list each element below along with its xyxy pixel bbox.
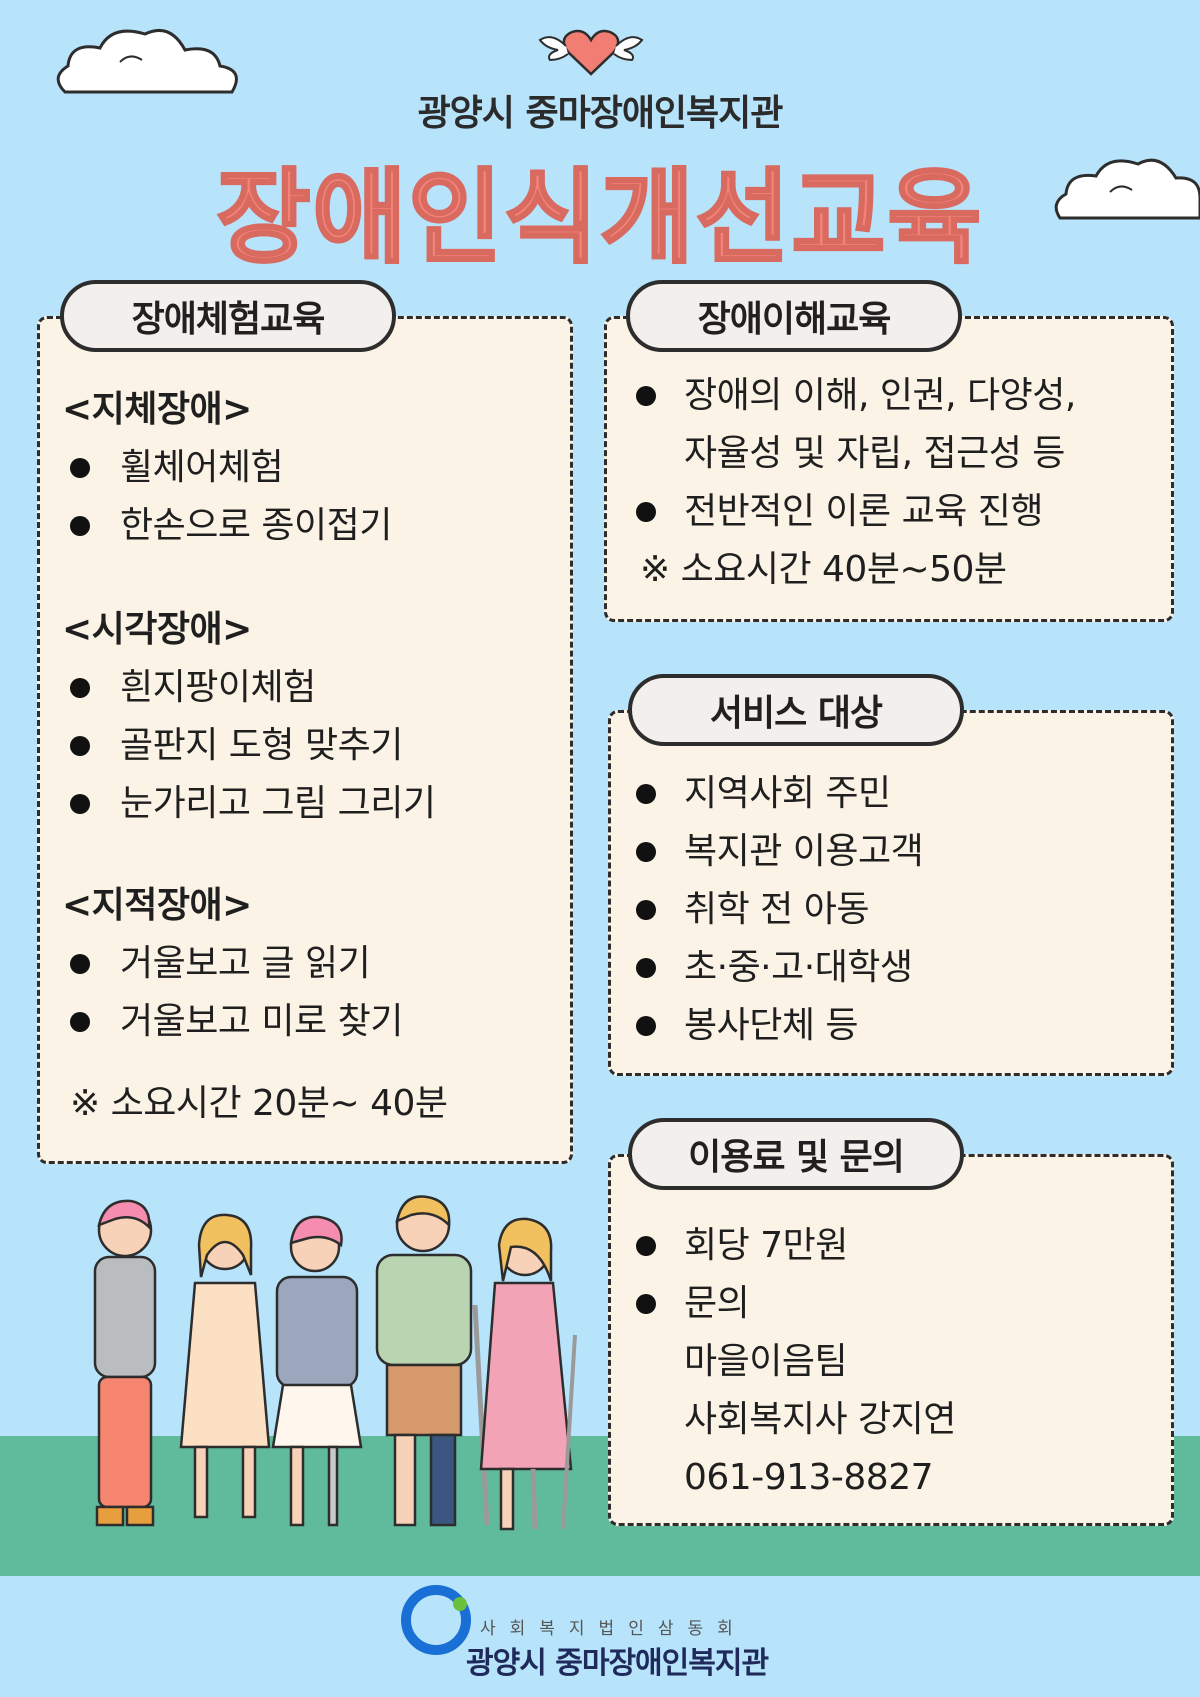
- list-item-continuation: 자율성 및 자립, 접근성 등: [684, 433, 1065, 474]
- physical-disability-heading: <지체장애>: [62, 389, 252, 430]
- bullet-icon: [636, 900, 656, 920]
- tab-understanding-education: 장애이해교육: [626, 280, 962, 352]
- visual-disability-heading: <시각장애>: [62, 609, 252, 650]
- bullet-icon: [70, 458, 90, 478]
- bullet-icon: [70, 794, 90, 814]
- cloud-right-illustration: [1054, 158, 1200, 220]
- bullet-icon: [636, 502, 656, 522]
- bullet-icon: [636, 784, 656, 804]
- people-illustration: [93, 1195, 577, 1531]
- list-item: 골판지 도형 맞추기: [120, 725, 403, 766]
- footer-foundation-name: 사회복지법인삼동회: [480, 1619, 747, 1639]
- experience-duration: ※ 소요시간 20분~ 40분: [70, 1083, 448, 1124]
- page-title: 장애인식개선교육: [215, 158, 984, 280]
- list-item: 초·중·고·대학생: [684, 947, 913, 988]
- winged-heart-icon: [538, 29, 644, 76]
- bullet-icon: [70, 954, 90, 974]
- experience-education-box: [37, 316, 573, 1164]
- bullet-icon: [636, 958, 656, 978]
- list-item: 취학 전 아동: [684, 889, 870, 930]
- cloud-left-illustration: [56, 29, 238, 94]
- understanding-duration: ※ 소요시간 40분~50분: [640, 549, 1007, 590]
- bullet-icon: [636, 386, 656, 406]
- contact-label: 문의: [684, 1283, 750, 1324]
- contact-staff: 사회복지사 강지연: [684, 1399, 956, 1440]
- fee-inquiry-box: [608, 1154, 1174, 1526]
- list-item: 복지관 이용고객: [684, 831, 924, 872]
- list-item: 봉사단체 등: [684, 1005, 859, 1046]
- tab-experience-education: 장애체험교육: [60, 280, 396, 352]
- list-item: 지역사회 주민: [684, 773, 891, 814]
- organization-name: 광양시 중마장애인복지관: [417, 93, 784, 134]
- footer-organization-name: 광양시 중마장애인복지관: [466, 1646, 769, 1681]
- footer-background: [0, 1576, 1200, 1697]
- contact-phone: 061-913-8827: [684, 1457, 934, 1498]
- list-item: 장애의 이해, 인권, 다양성,: [684, 375, 1076, 416]
- bullet-icon: [70, 516, 90, 536]
- understanding-education-box: [604, 316, 1174, 622]
- list-item: 거울보고 글 읽기: [120, 943, 371, 984]
- bullet-icon: [70, 678, 90, 698]
- bullet-icon: [636, 1016, 656, 1036]
- bullet-icon: [636, 842, 656, 862]
- bullet-icon: [636, 1294, 656, 1314]
- list-item: 흰지팡이체험: [120, 667, 316, 708]
- intellectual-disability-heading: <지적장애>: [62, 885, 252, 926]
- organization-logo-icon: [401, 1585, 471, 1655]
- list-item: 한손으로 종이접기: [120, 505, 392, 546]
- bullet-icon: [636, 1236, 656, 1256]
- bullet-icon: [70, 736, 90, 756]
- list-item: 전반적인 이론 교육 진행: [684, 491, 1044, 532]
- list-item: 거울보고 미로 찾기: [120, 1001, 403, 1042]
- tab-service-target: 서비스 대상: [628, 674, 964, 746]
- fee-price: 회당 7만원: [684, 1225, 848, 1266]
- tab-fee-inquiry: 이용료 및 문의: [628, 1118, 964, 1190]
- service-target-box: [608, 710, 1174, 1076]
- bullet-icon: [70, 1012, 90, 1032]
- list-item: 눈가리고 그림 그리기: [120, 783, 436, 824]
- contact-team: 마을이음팀: [684, 1341, 848, 1382]
- list-item: 휠체어체험: [120, 447, 284, 488]
